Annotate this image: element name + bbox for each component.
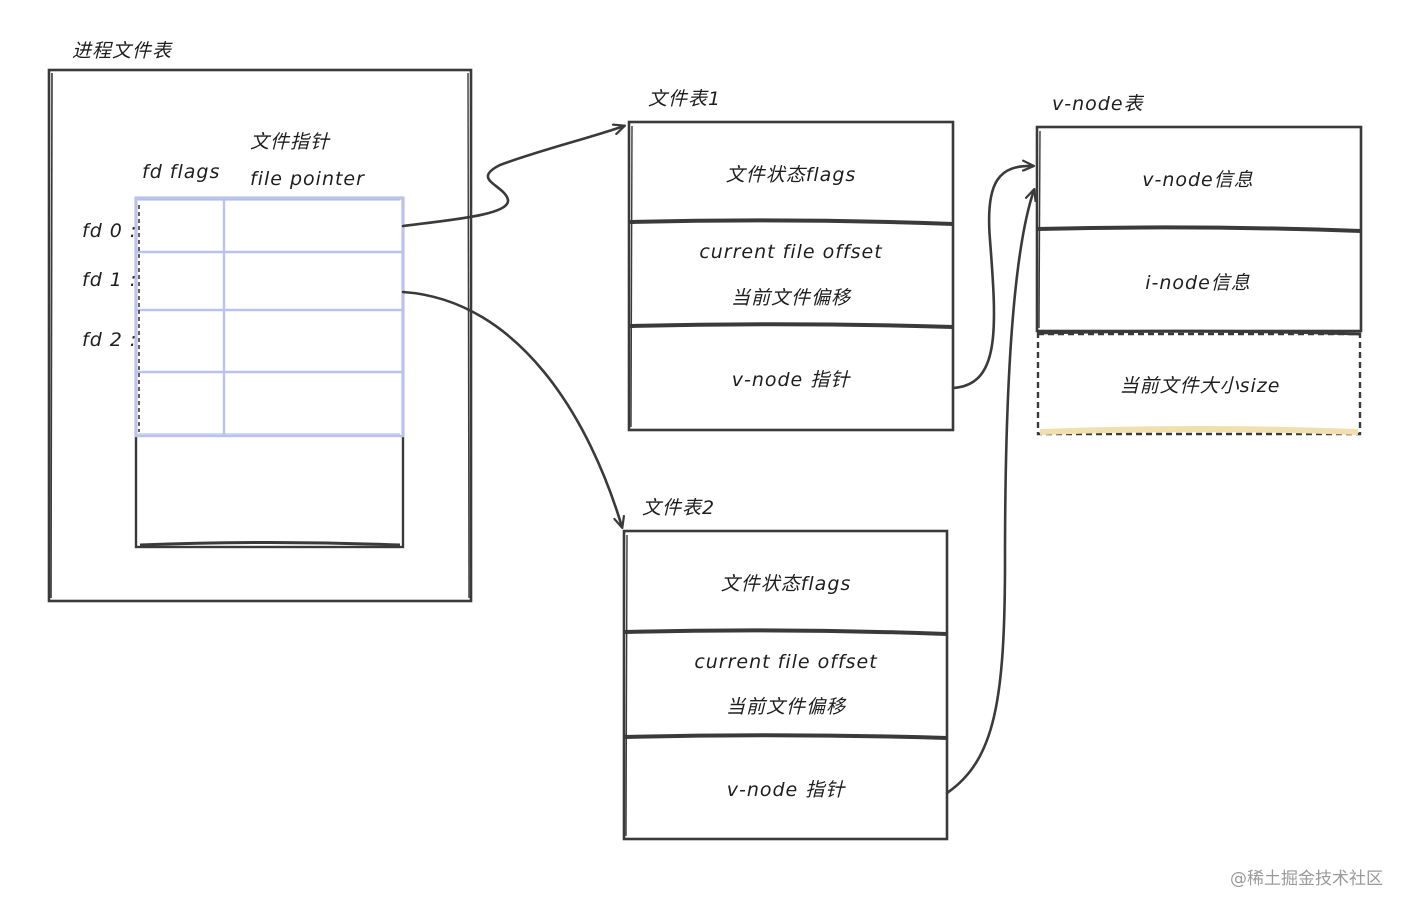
process-table-inner-edge-right bbox=[467, 72, 470, 599]
vnode-info: v-node信息 bbox=[1142, 169, 1254, 191]
vnode-table-title: v-node表 bbox=[1052, 93, 1144, 115]
arrow-file-table-1-to-vnode bbox=[951, 166, 1033, 390]
row-label-fd2: fd 2 : bbox=[82, 329, 138, 351]
inode-info: i-node信息 bbox=[1145, 272, 1251, 294]
vnode-size-dashed-box bbox=[1036, 332, 1362, 436]
watermark: @稀土掘金技术社区 bbox=[1230, 869, 1383, 889]
fd-grid bbox=[134, 196, 405, 438]
file-table-2 bbox=[622, 529, 949, 841]
file-table-1 bbox=[627, 120, 955, 432]
process-table-title: 进程文件表 bbox=[72, 40, 173, 62]
arrow-fd0-to-file-table-1 bbox=[401, 126, 624, 228]
vnode-size-highlight bbox=[1039, 426, 1359, 435]
row-label-fd0: fd 0 : bbox=[82, 220, 138, 242]
row-label-fd1: fd 1 : bbox=[82, 269, 138, 291]
column-header-pointer-cn: 文件指针 bbox=[250, 131, 331, 153]
file-table-1-status: 文件状态flags bbox=[725, 164, 857, 186]
arrow-fd1-to-file-table-2 bbox=[401, 290, 622, 527]
file-table-1-title: 文件表1 bbox=[648, 88, 722, 110]
column-header-fd-flags: fd flags bbox=[142, 161, 221, 183]
file-table-1-offset-cn: 当前文件偏移 bbox=[730, 287, 852, 309]
file-table-1-vnode-pointer: v-node 指针 bbox=[731, 369, 851, 391]
column-header-file-pointer: file pointer bbox=[250, 168, 365, 190]
file-table-2-offset-cn: 当前文件偏移 bbox=[725, 696, 847, 718]
file-table-2-status: 文件状态flags bbox=[720, 573, 852, 595]
vnode-table bbox=[1035, 125, 1363, 336]
file-table-1-offset-en: current file offset bbox=[699, 241, 883, 263]
file-table-2-offset-en: current file offset bbox=[694, 651, 878, 673]
file-size: 当前文件大小size bbox=[1119, 375, 1281, 397]
file-table-2-vnode-pointer: v-node 指针 bbox=[726, 779, 846, 801]
process-table-inner-edge bbox=[50, 72, 53, 599]
arrow-file-table-2-to-vnode bbox=[945, 190, 1034, 795]
fd-column-bottom-curve bbox=[139, 541, 401, 547]
file-table-2-title: 文件表2 bbox=[642, 497, 716, 519]
process-table-box bbox=[47, 68, 473, 603]
